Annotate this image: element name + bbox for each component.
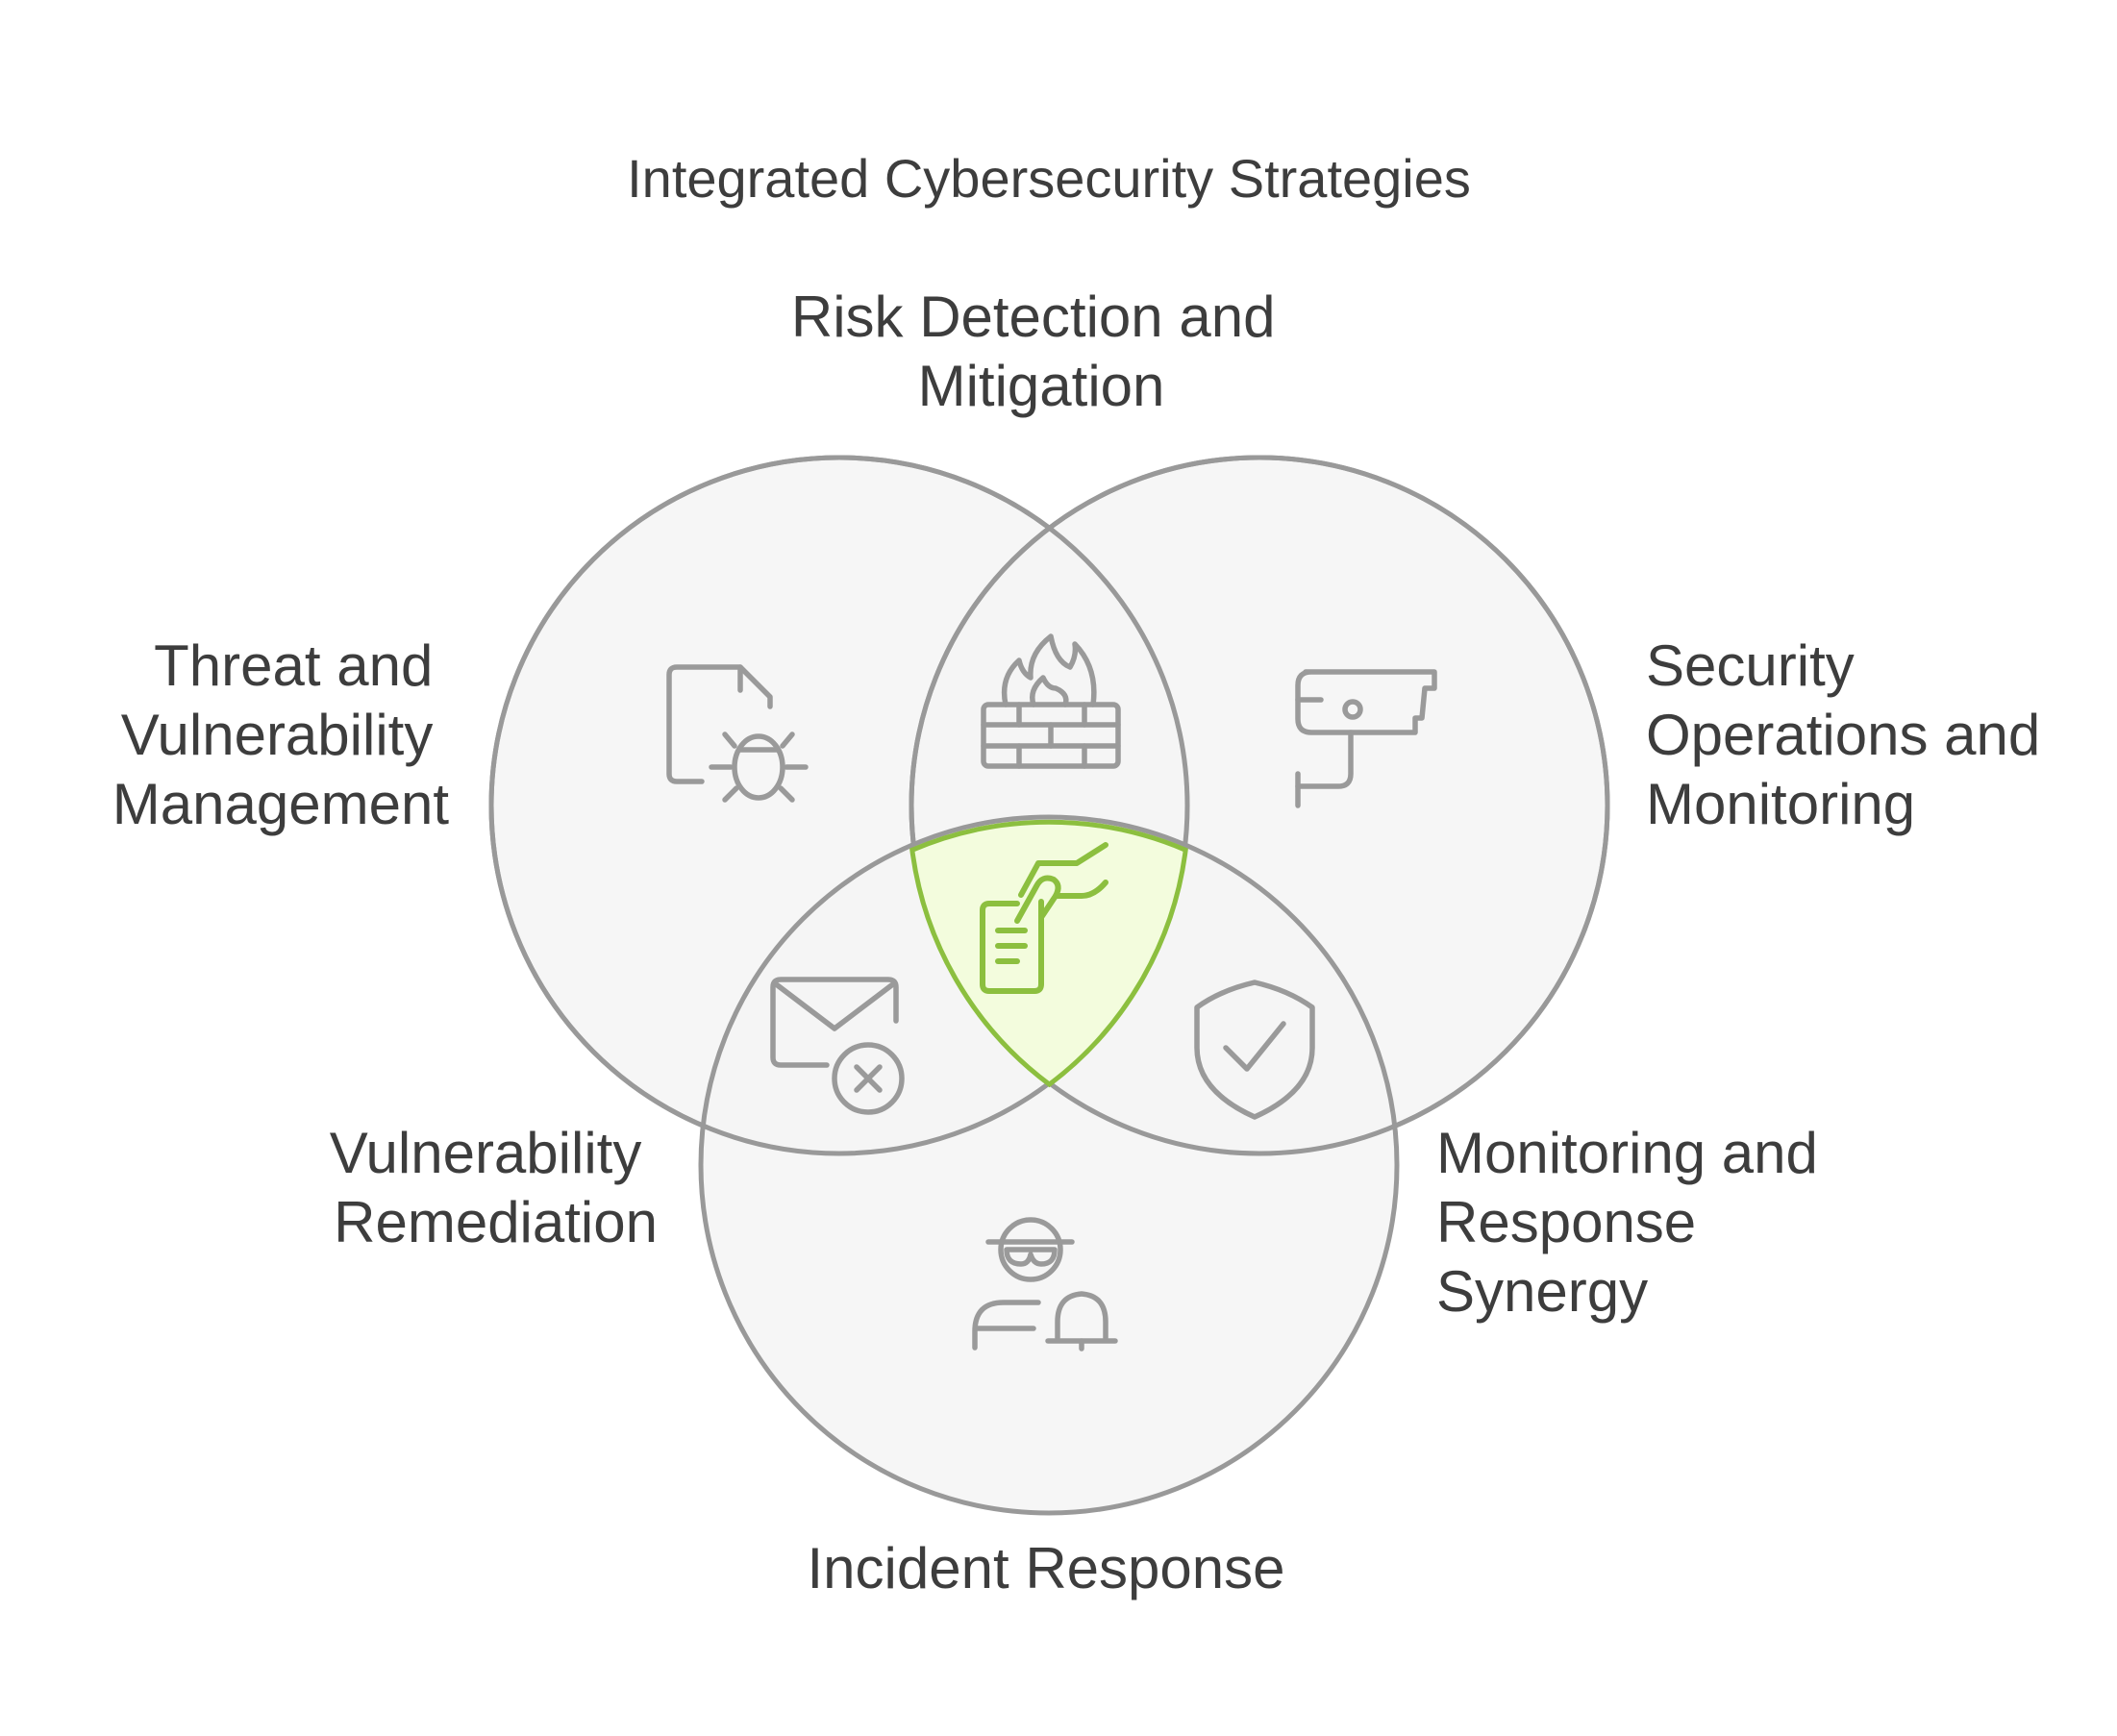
center-intersection: [909, 819, 1188, 1088]
label-risk-detection: Risk Detection and Mitigation: [791, 285, 1291, 418]
hacker-alert-icon: [972, 1217, 1118, 1352]
label-monitoring-response-synergy: Monitoring and Response Synergy: [1436, 1121, 1834, 1324]
label-security-operations: Security Operations and Monitoring: [1646, 633, 2056, 836]
label-threat-management: Threat and Vulnerability Management: [112, 633, 450, 836]
shield-check-icon: [1194, 980, 1315, 1120]
firewall-icon: [981, 633, 1121, 769]
bug-file-icon: [666, 664, 809, 803]
label-incident-response: Incident Response: [808, 1536, 1285, 1600]
hand-document-icon: [980, 842, 1108, 994]
diagram-title: Integrated Cybersecurity Strategies: [627, 148, 1471, 209]
label-vulnerability-remediation: Vulnerability Remediation: [330, 1121, 658, 1254]
security-camera-icon: [1295, 669, 1437, 808]
mail-error-icon: [770, 977, 905, 1115]
